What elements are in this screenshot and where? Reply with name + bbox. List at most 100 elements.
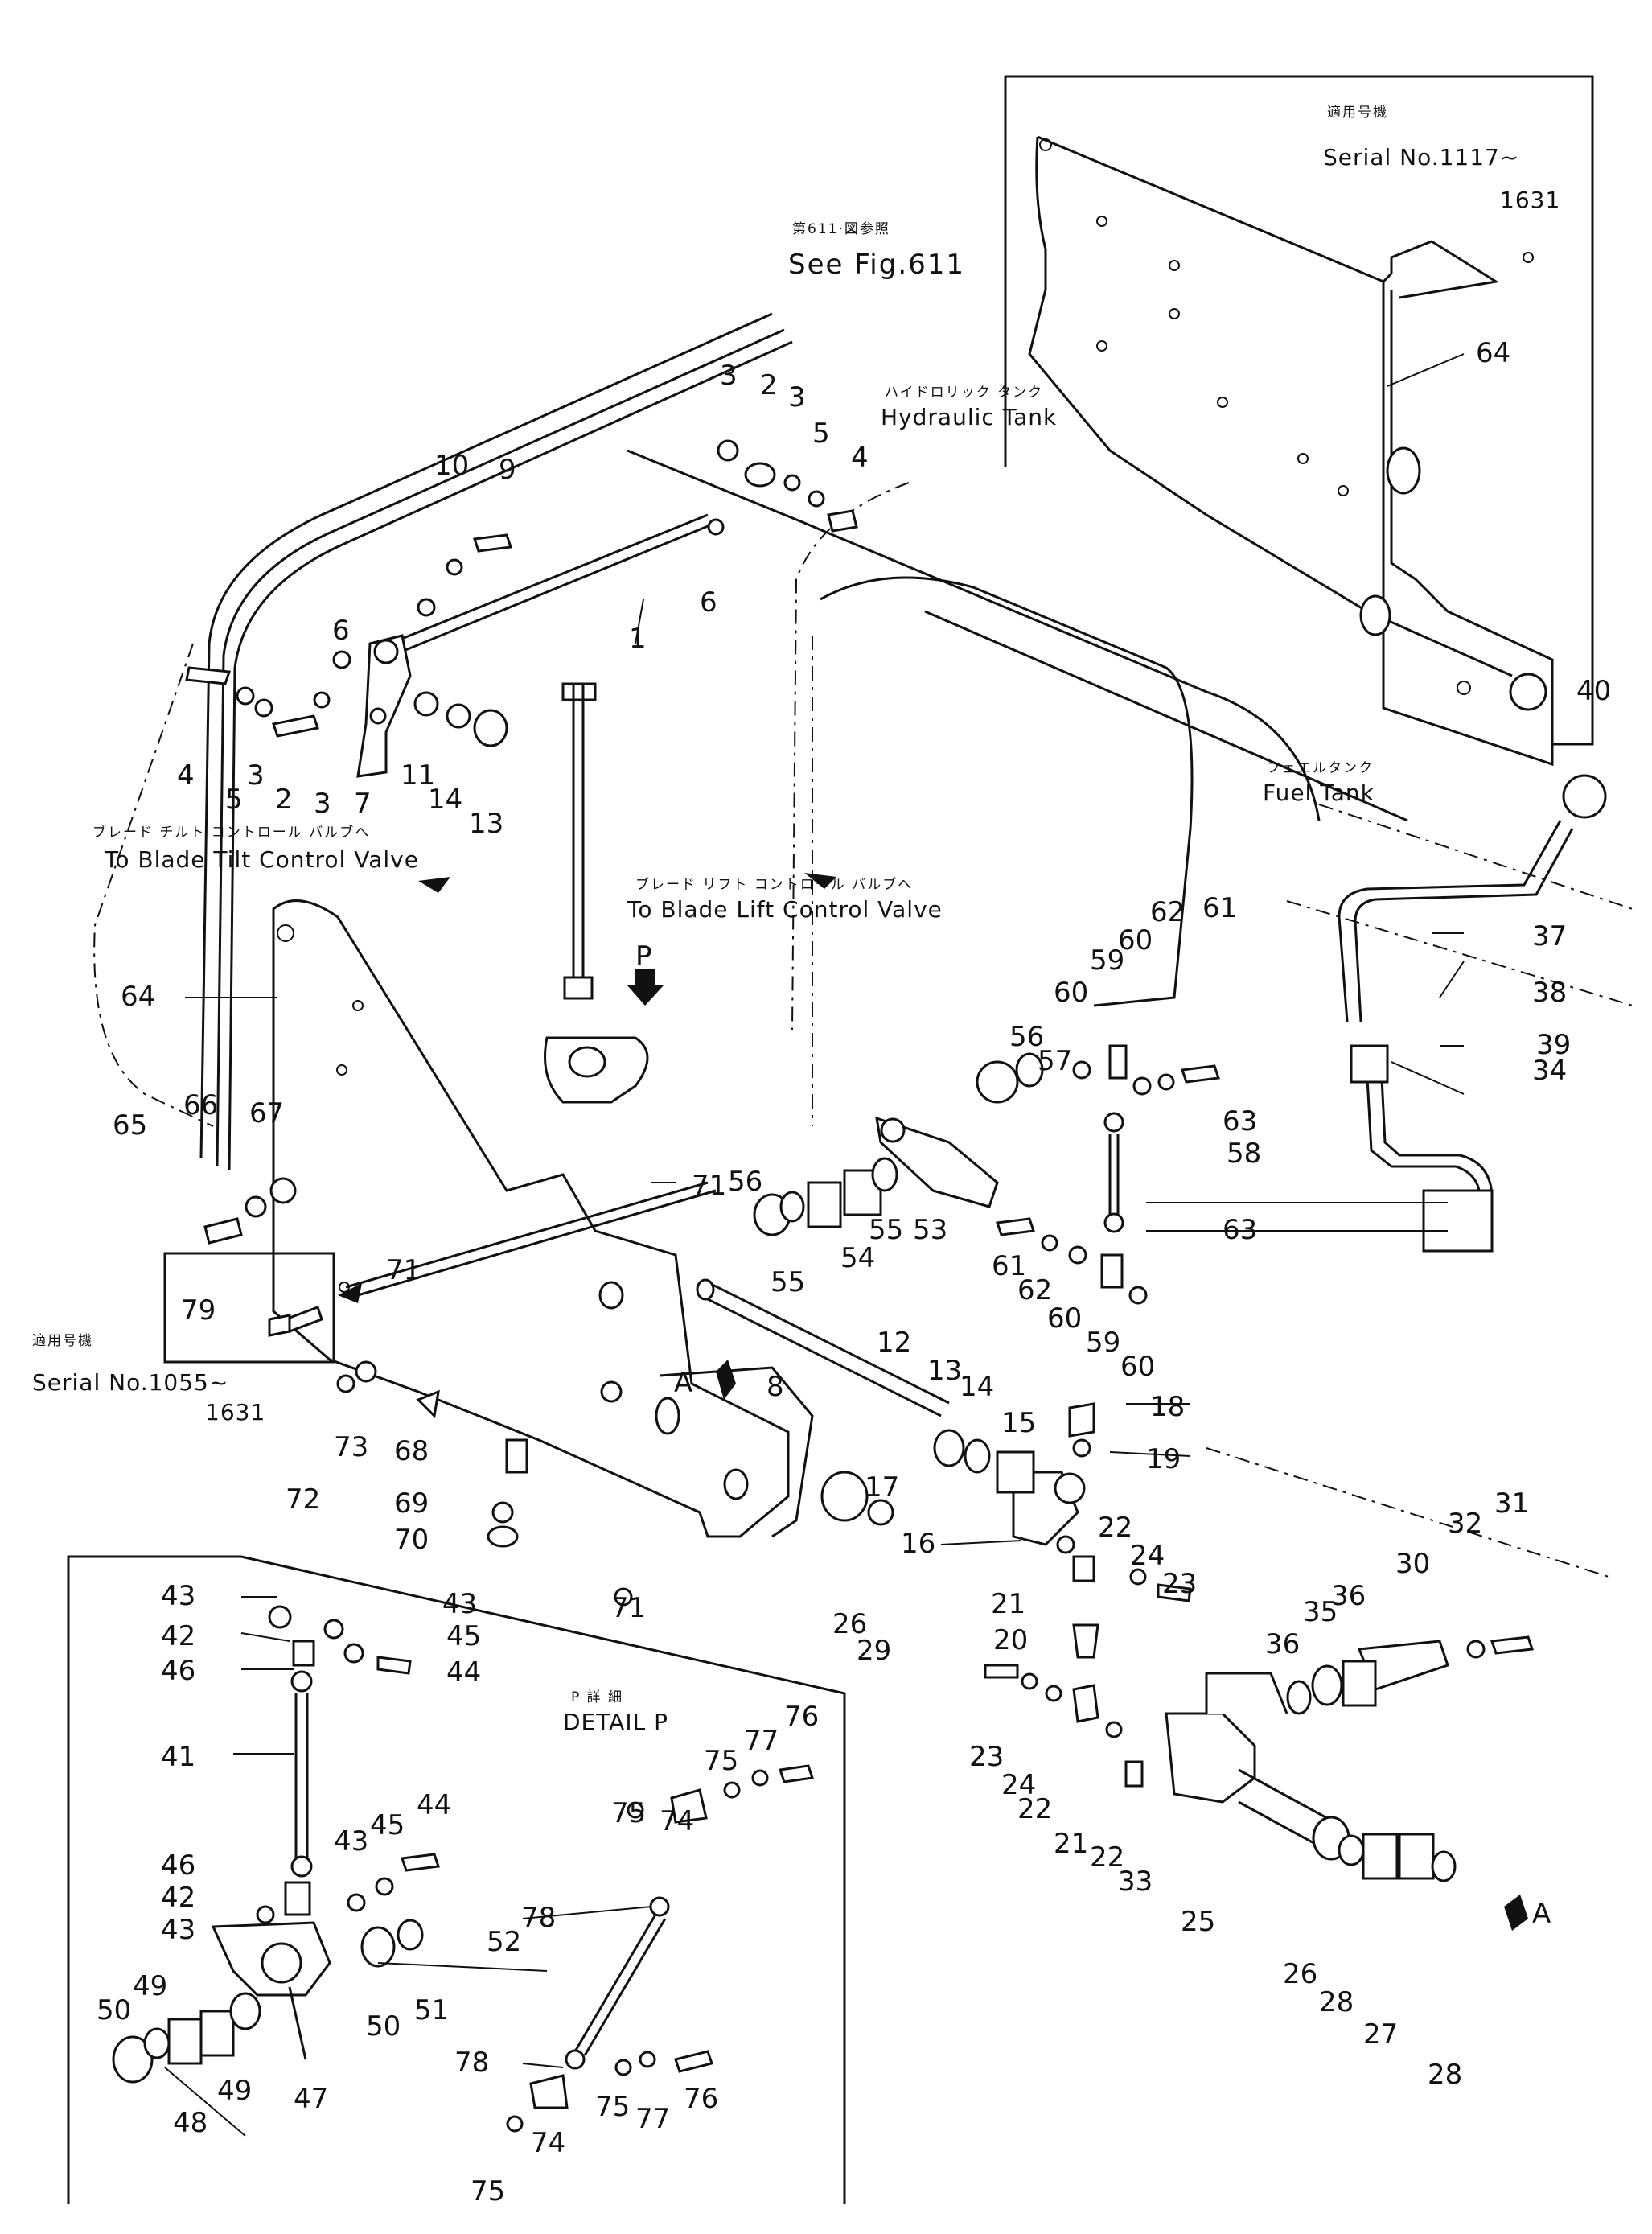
lever-7 bbox=[356, 634, 412, 778]
callout-28: 28 bbox=[1428, 2059, 1462, 2091]
callout-31: 31 bbox=[1494, 1487, 1529, 1520]
callout-61: 61 bbox=[992, 1250, 1026, 1282]
callout-13: 13 bbox=[469, 808, 503, 840]
callout-43: 43 bbox=[334, 1825, 368, 1858]
callout-76: 76 bbox=[684, 2083, 718, 2115]
callout-52: 52 bbox=[487, 1926, 521, 1958]
callout-38: 38 bbox=[1532, 977, 1567, 1009]
leader-lines bbox=[164, 353, 1465, 2137]
callout-74: 74 bbox=[531, 2127, 565, 2159]
callout-27: 27 bbox=[1363, 2018, 1398, 2051]
callout-75: 75 bbox=[704, 1745, 738, 1777]
callout-67: 67 bbox=[249, 1097, 284, 1129]
callout-19: 19 bbox=[1146, 1443, 1181, 1475]
bracket-47-upper bbox=[544, 1036, 649, 1104]
callout-53: 53 bbox=[913, 1214, 947, 1246]
rod-1 bbox=[369, 513, 713, 663]
callout-9: 9 bbox=[499, 454, 516, 486]
callout-70: 70 bbox=[394, 1524, 429, 1556]
serial-left-jp: 適用号機 bbox=[32, 1333, 93, 1349]
callout-68: 68 bbox=[394, 1435, 429, 1467]
part-64-plate-left bbox=[272, 899, 814, 1538]
callout-6: 6 bbox=[700, 586, 717, 619]
hydraulic-jp: ハイドロリック タンク bbox=[885, 385, 1043, 401]
callout-51: 51 bbox=[414, 1994, 449, 2026]
callout-55: 55 bbox=[771, 1266, 805, 1298]
callout-36: 36 bbox=[1265, 1628, 1300, 1660]
callout-30: 30 bbox=[1395, 1548, 1430, 1580]
pointer-arrows bbox=[338, 873, 836, 1303]
callout-15: 15 bbox=[1001, 1407, 1036, 1439]
callout-56: 56 bbox=[728, 1166, 762, 1198]
callout-43: 43 bbox=[442, 1588, 477, 1620]
callout-50: 50 bbox=[366, 2010, 401, 2043]
callout-25: 25 bbox=[1181, 1906, 1215, 1938]
callout-75: 75 bbox=[471, 2175, 505, 2207]
rod-41-vertical bbox=[561, 682, 597, 1000]
callout-50: 50 bbox=[97, 1994, 131, 2026]
fuel-jp: フェエルタンク bbox=[1267, 760, 1374, 776]
tilt-valve-label: To Blade Tilt Control Valve bbox=[104, 846, 419, 873]
tilt-jp: ブレード チルト コントロール バルブへ bbox=[92, 824, 370, 841]
callout-26: 26 bbox=[1283, 1958, 1317, 1990]
callout-60: 60 bbox=[1120, 1351, 1155, 1383]
callout-3: 3 bbox=[314, 788, 331, 820]
callout-55: 55 bbox=[869, 1214, 903, 1246]
callout-26: 26 bbox=[832, 1608, 867, 1640]
callout-6: 6 bbox=[332, 615, 350, 647]
part-number-labels: 1 2 2 3 3 3 3 4 4 5 5 6 6 7 8 9 10 11 12… bbox=[97, 337, 1611, 2207]
view-a-label-right: A bbox=[1532, 1898, 1551, 1930]
callout-78: 78 bbox=[521, 1902, 556, 1934]
callout-14: 14 bbox=[960, 1371, 994, 1403]
callout-24: 24 bbox=[1001, 1769, 1036, 1801]
callout-78: 78 bbox=[454, 2047, 489, 2079]
callout-22: 22 bbox=[1090, 1841, 1124, 1874]
callout-16: 16 bbox=[901, 1528, 935, 1560]
serial-left-end: 1631 bbox=[205, 1399, 265, 1426]
callout-59: 59 bbox=[1090, 944, 1124, 977]
callout-11: 11 bbox=[401, 759, 435, 792]
callout-64: 64 bbox=[121, 981, 155, 1013]
view-p-label: P bbox=[635, 940, 652, 973]
callout-5: 5 bbox=[812, 418, 830, 450]
detail-jp: P 詳 細 bbox=[571, 1689, 623, 1705]
callout-62: 62 bbox=[1017, 1274, 1052, 1306]
detail-p-frame bbox=[67, 1555, 846, 2204]
callout-3: 3 bbox=[788, 381, 806, 413]
callout-46: 46 bbox=[161, 1655, 195, 1687]
hydraulic-tank-outline bbox=[627, 449, 1408, 1126]
serial-top-end: 1631 bbox=[1500, 187, 1560, 213]
callout-66: 66 bbox=[183, 1089, 218, 1121]
callout-64: 64 bbox=[1476, 337, 1510, 369]
callout-39: 39 bbox=[1536, 1029, 1571, 1061]
callout-44: 44 bbox=[417, 1789, 451, 1821]
pipe-37 bbox=[1338, 774, 1607, 1022]
view-arrow-p bbox=[627, 969, 664, 1006]
callout-44: 44 bbox=[446, 1656, 481, 1689]
callout-2: 2 bbox=[760, 369, 778, 401]
callout-69: 69 bbox=[394, 1487, 429, 1520]
callout-61: 61 bbox=[1202, 892, 1237, 924]
callout-60: 60 bbox=[1047, 1302, 1082, 1335]
pipe-34 bbox=[1350, 1044, 1494, 1253]
see-fig-jp: 第611·図参照 bbox=[792, 221, 890, 237]
callout-56: 56 bbox=[1009, 1021, 1044, 1053]
serial-top-jp: 適用号機 bbox=[1327, 105, 1388, 121]
callout-3: 3 bbox=[247, 759, 265, 792]
callout-4: 4 bbox=[851, 442, 869, 474]
callout-20: 20 bbox=[993, 1624, 1028, 1656]
callout-22: 22 bbox=[1098, 1512, 1132, 1544]
callout-60: 60 bbox=[1118, 924, 1153, 957]
lever-53 bbox=[875, 1116, 999, 1208]
shaft-12 bbox=[696, 1278, 950, 1417]
callout-45: 45 bbox=[446, 1620, 481, 1652]
callout-76: 76 bbox=[784, 1701, 819, 1733]
hydraulic-tank-label: Hydraulic Tank bbox=[881, 404, 1057, 430]
callout-22: 22 bbox=[1017, 1793, 1052, 1825]
part-64-plate-top bbox=[1028, 135, 1554, 767]
lift-valve-label: To Blade Lift Control Valve bbox=[627, 896, 943, 923]
callout-49: 49 bbox=[133, 1970, 167, 2002]
callout-59: 59 bbox=[1086, 1327, 1120, 1359]
callout-2: 2 bbox=[275, 784, 293, 816]
callout-8: 8 bbox=[766, 1371, 784, 1403]
